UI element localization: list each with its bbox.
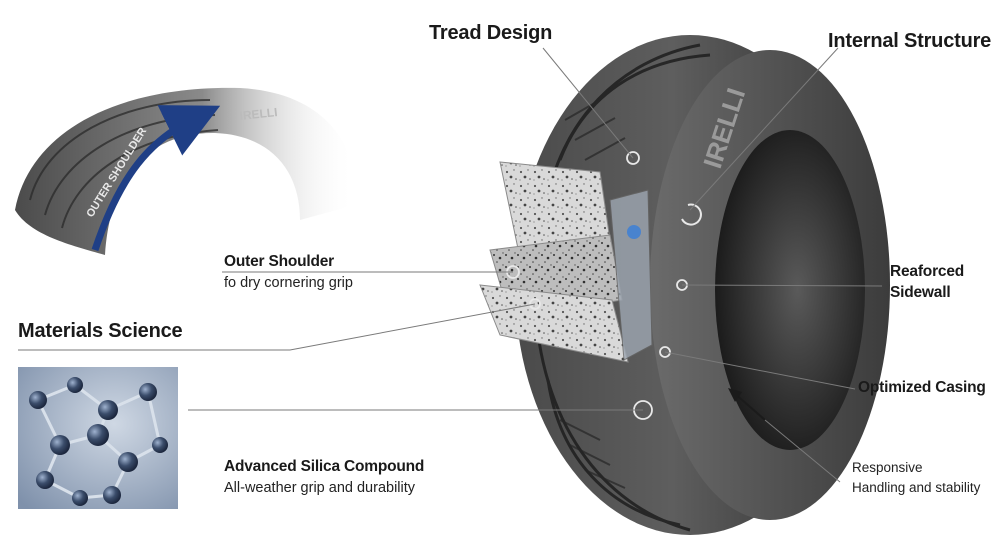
internal-structure-layer	[609, 189, 653, 361]
outer-shoulder-arrow-icon	[91, 105, 221, 252]
leader-responsive-handling	[764, 419, 841, 483]
tread-sipes	[559, 99, 626, 489]
outer-shoulder-description: fo dry cornering grip	[224, 275, 353, 291]
leader-lines	[18, 47, 883, 483]
leader-reinforced-sidewall	[681, 284, 883, 287]
tread-layer-bottom	[479, 284, 629, 363]
leader-tread-design	[542, 47, 634, 159]
outer-shoulder-label: Outer Shoulder	[224, 253, 335, 270]
outer-shoulder-tire-illustration: OUTER SHOULDER IRELLI	[15, 87, 356, 255]
internal-structure-marker-icon	[681, 203, 702, 226]
optimized-casing-label: Optimized Casing	[858, 379, 986, 396]
leader-internal-structure	[689, 47, 839, 211]
silica-compound-description: All-weather grip and durability	[224, 480, 416, 496]
reinforced-sidewall-label-line2: Sidewall	[890, 284, 951, 301]
small-tire-body	[15, 87, 356, 255]
silica-molecule-image	[18, 367, 178, 509]
callout-markers	[506, 151, 688, 420]
leader-materials-science	[18, 303, 536, 351]
internal-highlight-icon	[627, 225, 641, 239]
tread-design-label: Tread Design	[429, 22, 553, 44]
handling-arrow-icon	[728, 388, 742, 402]
responsive-label-line2: Handling and stability	[852, 480, 981, 495]
reinforced-sidewall-label-line1: Reaforced	[890, 263, 965, 280]
silica-compound-label: Advanced Silica Compound	[224, 458, 425, 475]
small-tire-brand: IRELLI	[239, 105, 278, 123]
responsive-label-line1: Responsive	[852, 460, 923, 475]
leader-optimized-casing	[664, 351, 856, 390]
internal-structure-label: Internal Structure	[828, 30, 992, 52]
materials-science-label: Materials Science	[18, 320, 183, 342]
tire-inner-opening	[715, 130, 865, 450]
molecule-atoms	[29, 377, 168, 506]
